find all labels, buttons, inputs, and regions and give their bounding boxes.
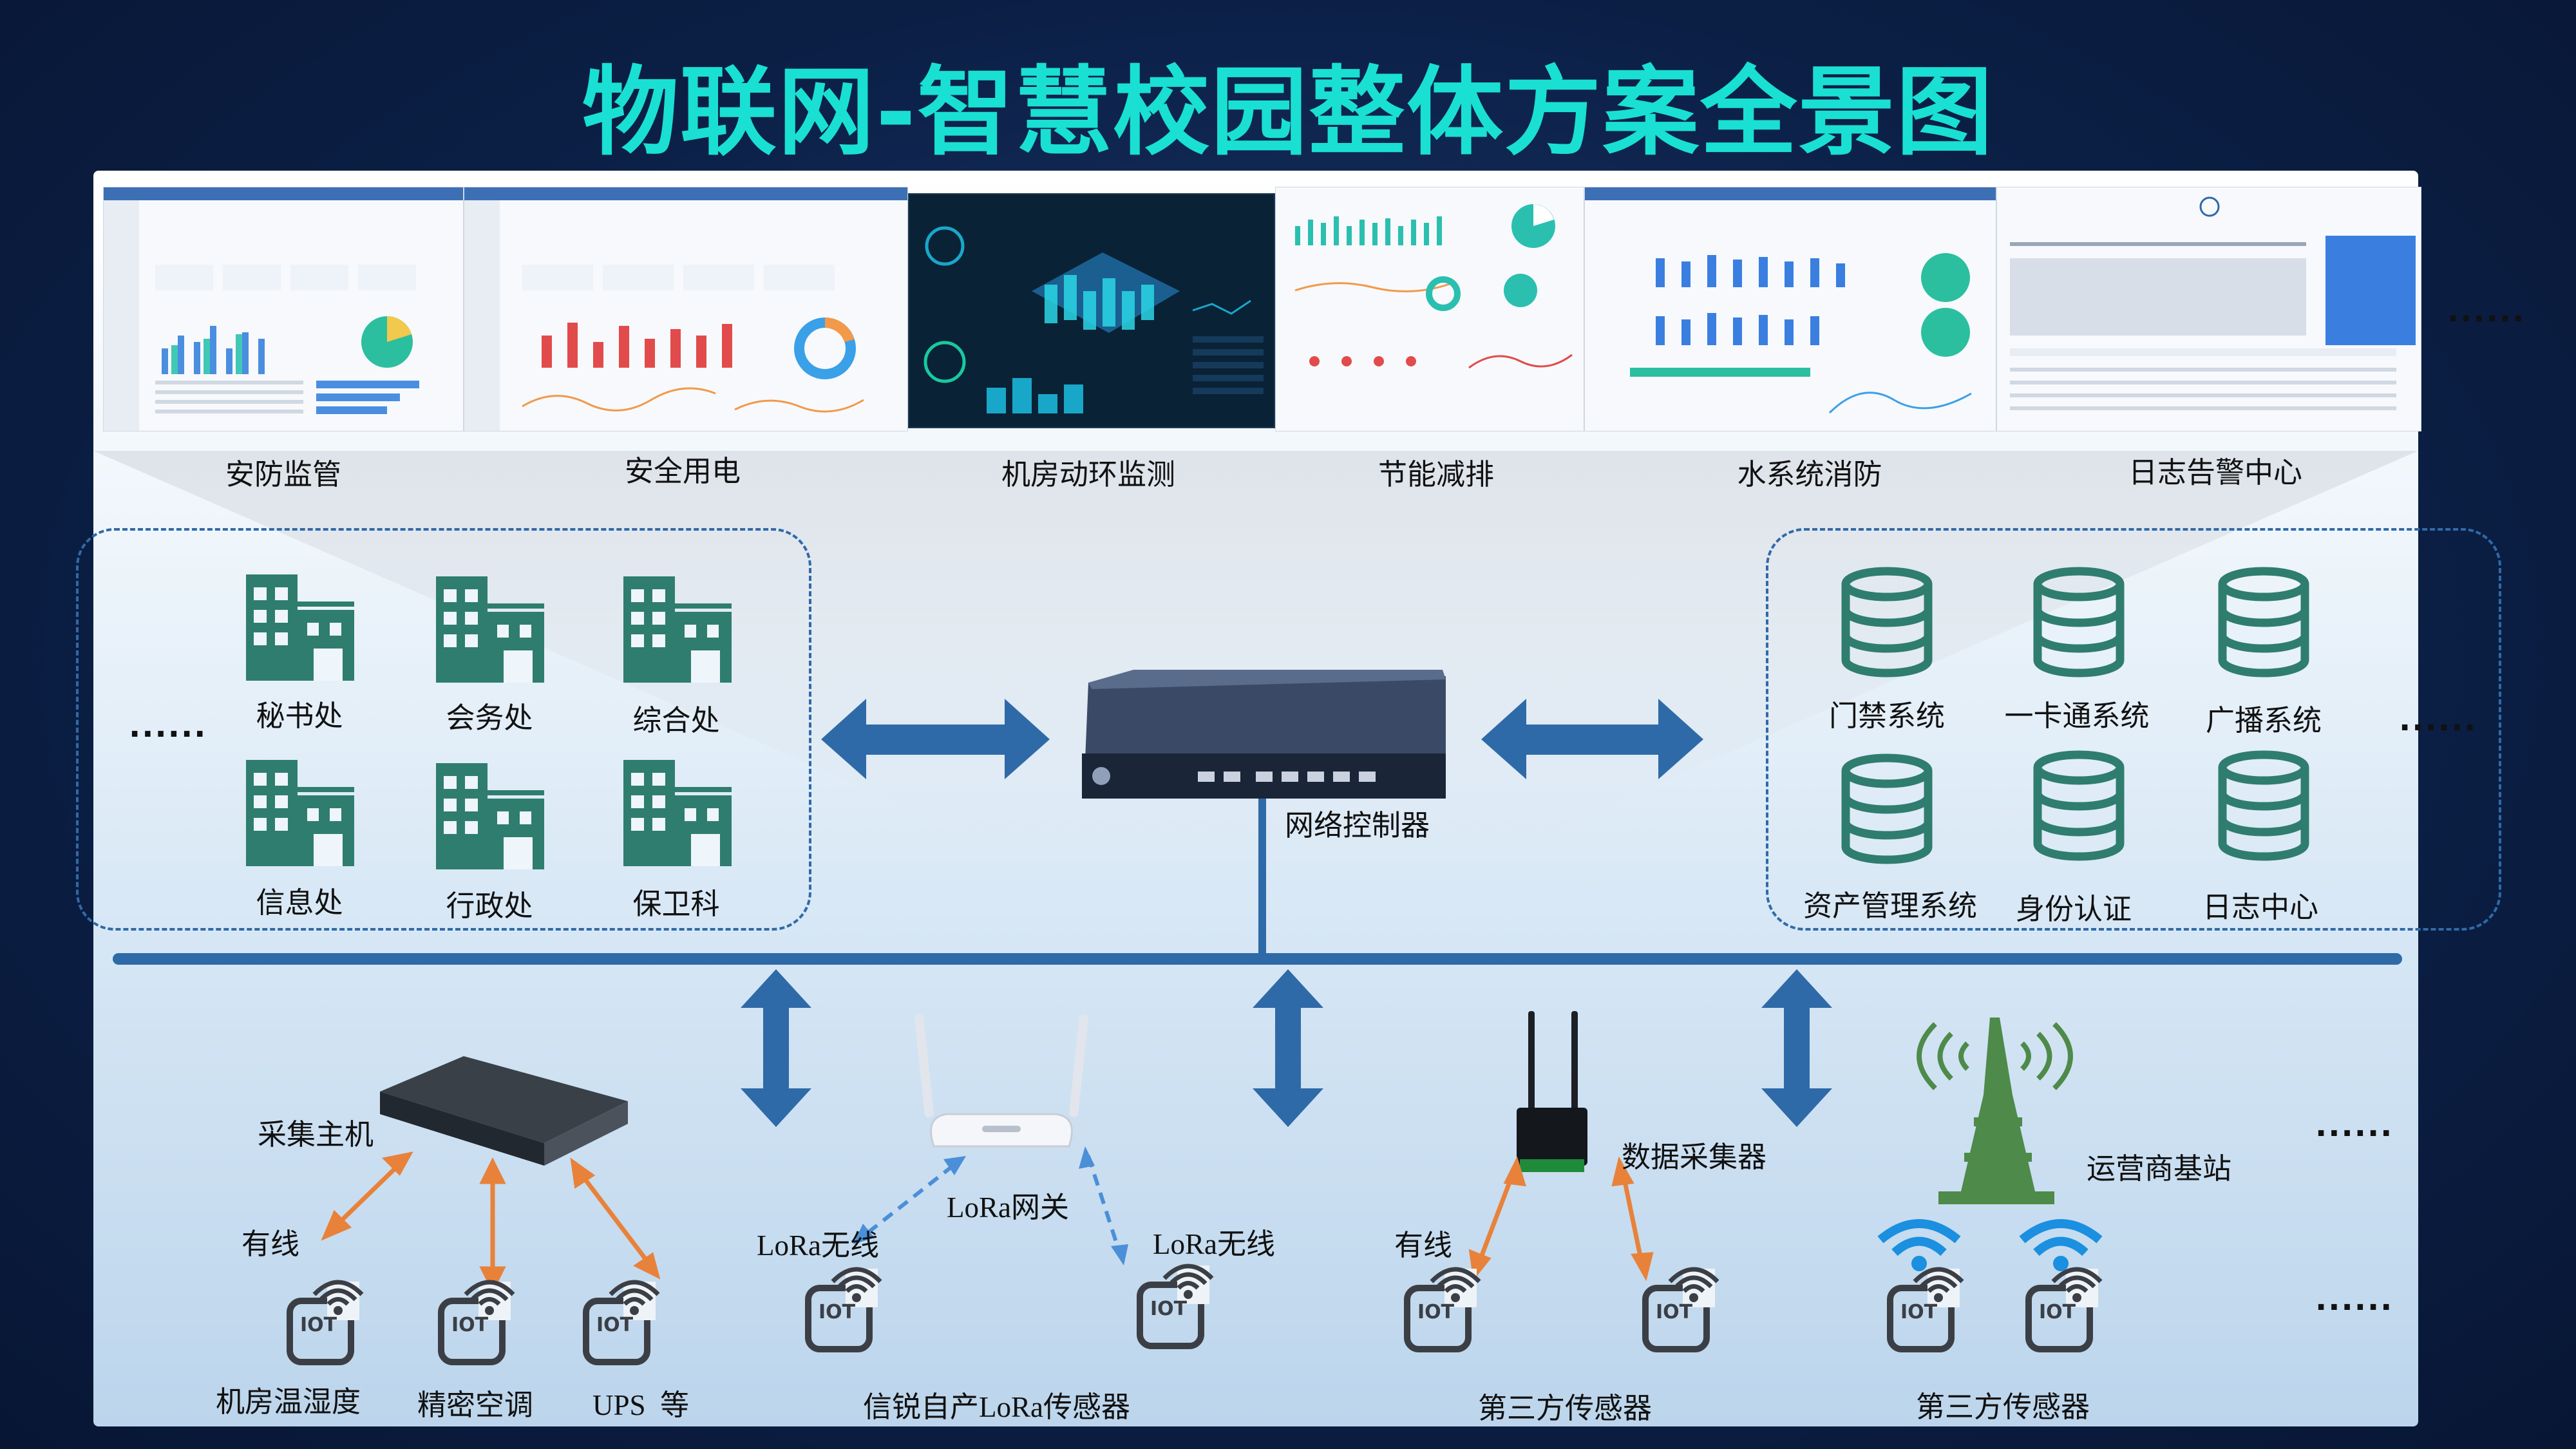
iot-text-1: IOT [300,1314,337,1336]
base-station-label: 运营商基站 [2087,1151,2232,1186]
dept-label-secretariat: 秘书处 [256,699,343,733]
data-collector-label: 数据采集器 [1622,1140,1767,1174]
wifi-icon-1 [1880,1224,1958,1271]
departments-box [76,528,811,931]
base-station-tower-icon [1938,1018,2054,1204]
sensor-label-third-party-2: 第三方传感器 [1916,1390,2090,1424]
dashboard-thumb-water [1584,187,1996,431]
iot-text-4: IOT [819,1301,856,1323]
iot-text-2: IOT [451,1314,489,1336]
module-label-energy: 节能减排 [1378,457,1494,491]
iot-text-6: IOT [1417,1301,1455,1323]
dashboard-thumb-energy [1275,187,1584,431]
page-title: 物联网-智慧校园整体方案全景图 [582,57,1994,169]
lora-wireless-label-left: LoRa无线 [757,1229,879,1262]
module-label-security: 安防监管 [225,457,341,491]
iot-text-7: IOT [1656,1301,1693,1323]
dept-label-admin: 行政处 [446,889,533,923]
iot-text-5: IOT [1150,1298,1188,1320]
vertical-arrow-1 [741,969,811,1127]
collector-host-device [380,1056,628,1166]
vertical-arrow-2 [1253,969,1323,1127]
system-label-asset: 资产管理系统 [1803,889,1977,923]
dashboard-thumb-datacenter [908,193,1275,428]
vertical-arrow-3 [1761,969,1832,1127]
dashboard-thumb-log [1996,187,2421,431]
dashboard-thumb-power [464,187,908,431]
double-arrow-right [1481,699,1703,779]
network-controller-device [1082,670,1446,799]
collector-host-label: 采集主机 [258,1117,374,1151]
system-label-logcenter: 日志中心 [2202,890,2318,924]
devices-more-bottom: ...... [2315,1282,2394,1318]
modules-more: ...... [2447,293,2526,329]
lora-gateway-label: LoRa网关 [947,1191,1069,1224]
wired-label-1: 有线 [242,1227,300,1261]
sensor-label-third-party-1: 第三方传感器 [1478,1391,1653,1425]
sensor-label-ups: UPS 等 [592,1389,690,1421]
sensor-label-room-temp: 机房温湿度 [216,1385,361,1419]
double-arrow-left [821,699,1050,779]
data-collector-device [1517,1011,1587,1172]
sensor-label-lora: 信锐自产LoRa传感器 [863,1391,1130,1423]
iot-text-9: IOT [2039,1301,2076,1323]
controller-label: 网络控制器 [1285,808,1430,842]
module-label-power: 安全用电 [624,454,741,488]
system-label-broadcast: 广播系统 [2205,703,2322,737]
devices-more-top: ...... [2315,1108,2394,1144]
lora-gateway-device [914,1014,1088,1148]
iot-text-3: IOT [596,1314,634,1336]
iot-text-8: IOT [1900,1301,1938,1323]
departments-more: ...... [129,708,207,744]
wired-label-2: 有线 [1394,1228,1453,1262]
module-label-log: 日志告警中心 [2128,455,2302,489]
module-label-datacenter: 机房动环监测 [1001,457,1175,491]
dept-label-security: 保卫科 [632,887,720,921]
systems-more: ...... [2399,702,2477,738]
signal-waves-icon [1917,1022,2073,1090]
system-label-card: 一卡通系统 [2004,699,2150,733]
dept-label-general: 综合处 [632,703,720,737]
system-label-identity: 身份认证 [2015,892,2132,926]
systems-box [1766,528,2501,931]
dashboard-thumb-security [103,187,464,431]
dept-label-info: 信息处 [256,886,343,920]
module-label-water: 水系统消防 [1737,457,1882,491]
lora-wireless-label-right: LoRa无线 [1153,1228,1275,1260]
system-label-access: 门禁系统 [1828,699,1945,733]
wifi-icon-2 [2022,1224,2099,1271]
network-bus [113,953,2402,965]
sensor-label-precision-ac: 精密空调 [417,1388,534,1422]
dept-label-conference: 会务处 [446,701,533,735]
